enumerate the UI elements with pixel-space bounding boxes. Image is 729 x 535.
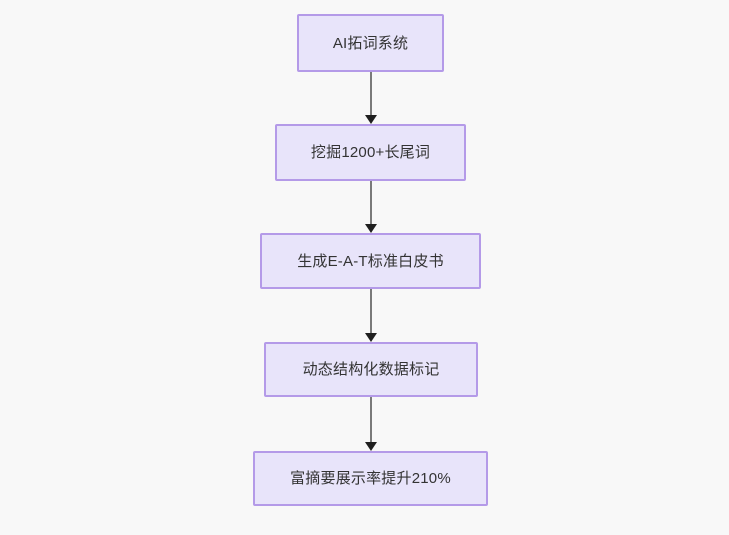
flow-node-1[interactable]: AI拓词系统 (297, 14, 444, 72)
flow-node-2[interactable]: 挖掘1200+长尾词 (275, 124, 466, 181)
edge-line (370, 289, 372, 334)
edge-line (370, 397, 372, 443)
edge-line (370, 181, 372, 225)
edge-line (370, 72, 372, 116)
arrowhead-icon (365, 442, 377, 451)
flow-node-3[interactable]: 生成E-A-T标准白皮书 (260, 233, 481, 289)
arrowhead-icon (365, 115, 377, 124)
flow-node-5[interactable]: 富摘要展示率提升210% (253, 451, 488, 506)
arrowhead-icon (365, 224, 377, 233)
arrowhead-icon (365, 333, 377, 342)
flow-node-4[interactable]: 动态结构化数据标记 (264, 342, 478, 397)
